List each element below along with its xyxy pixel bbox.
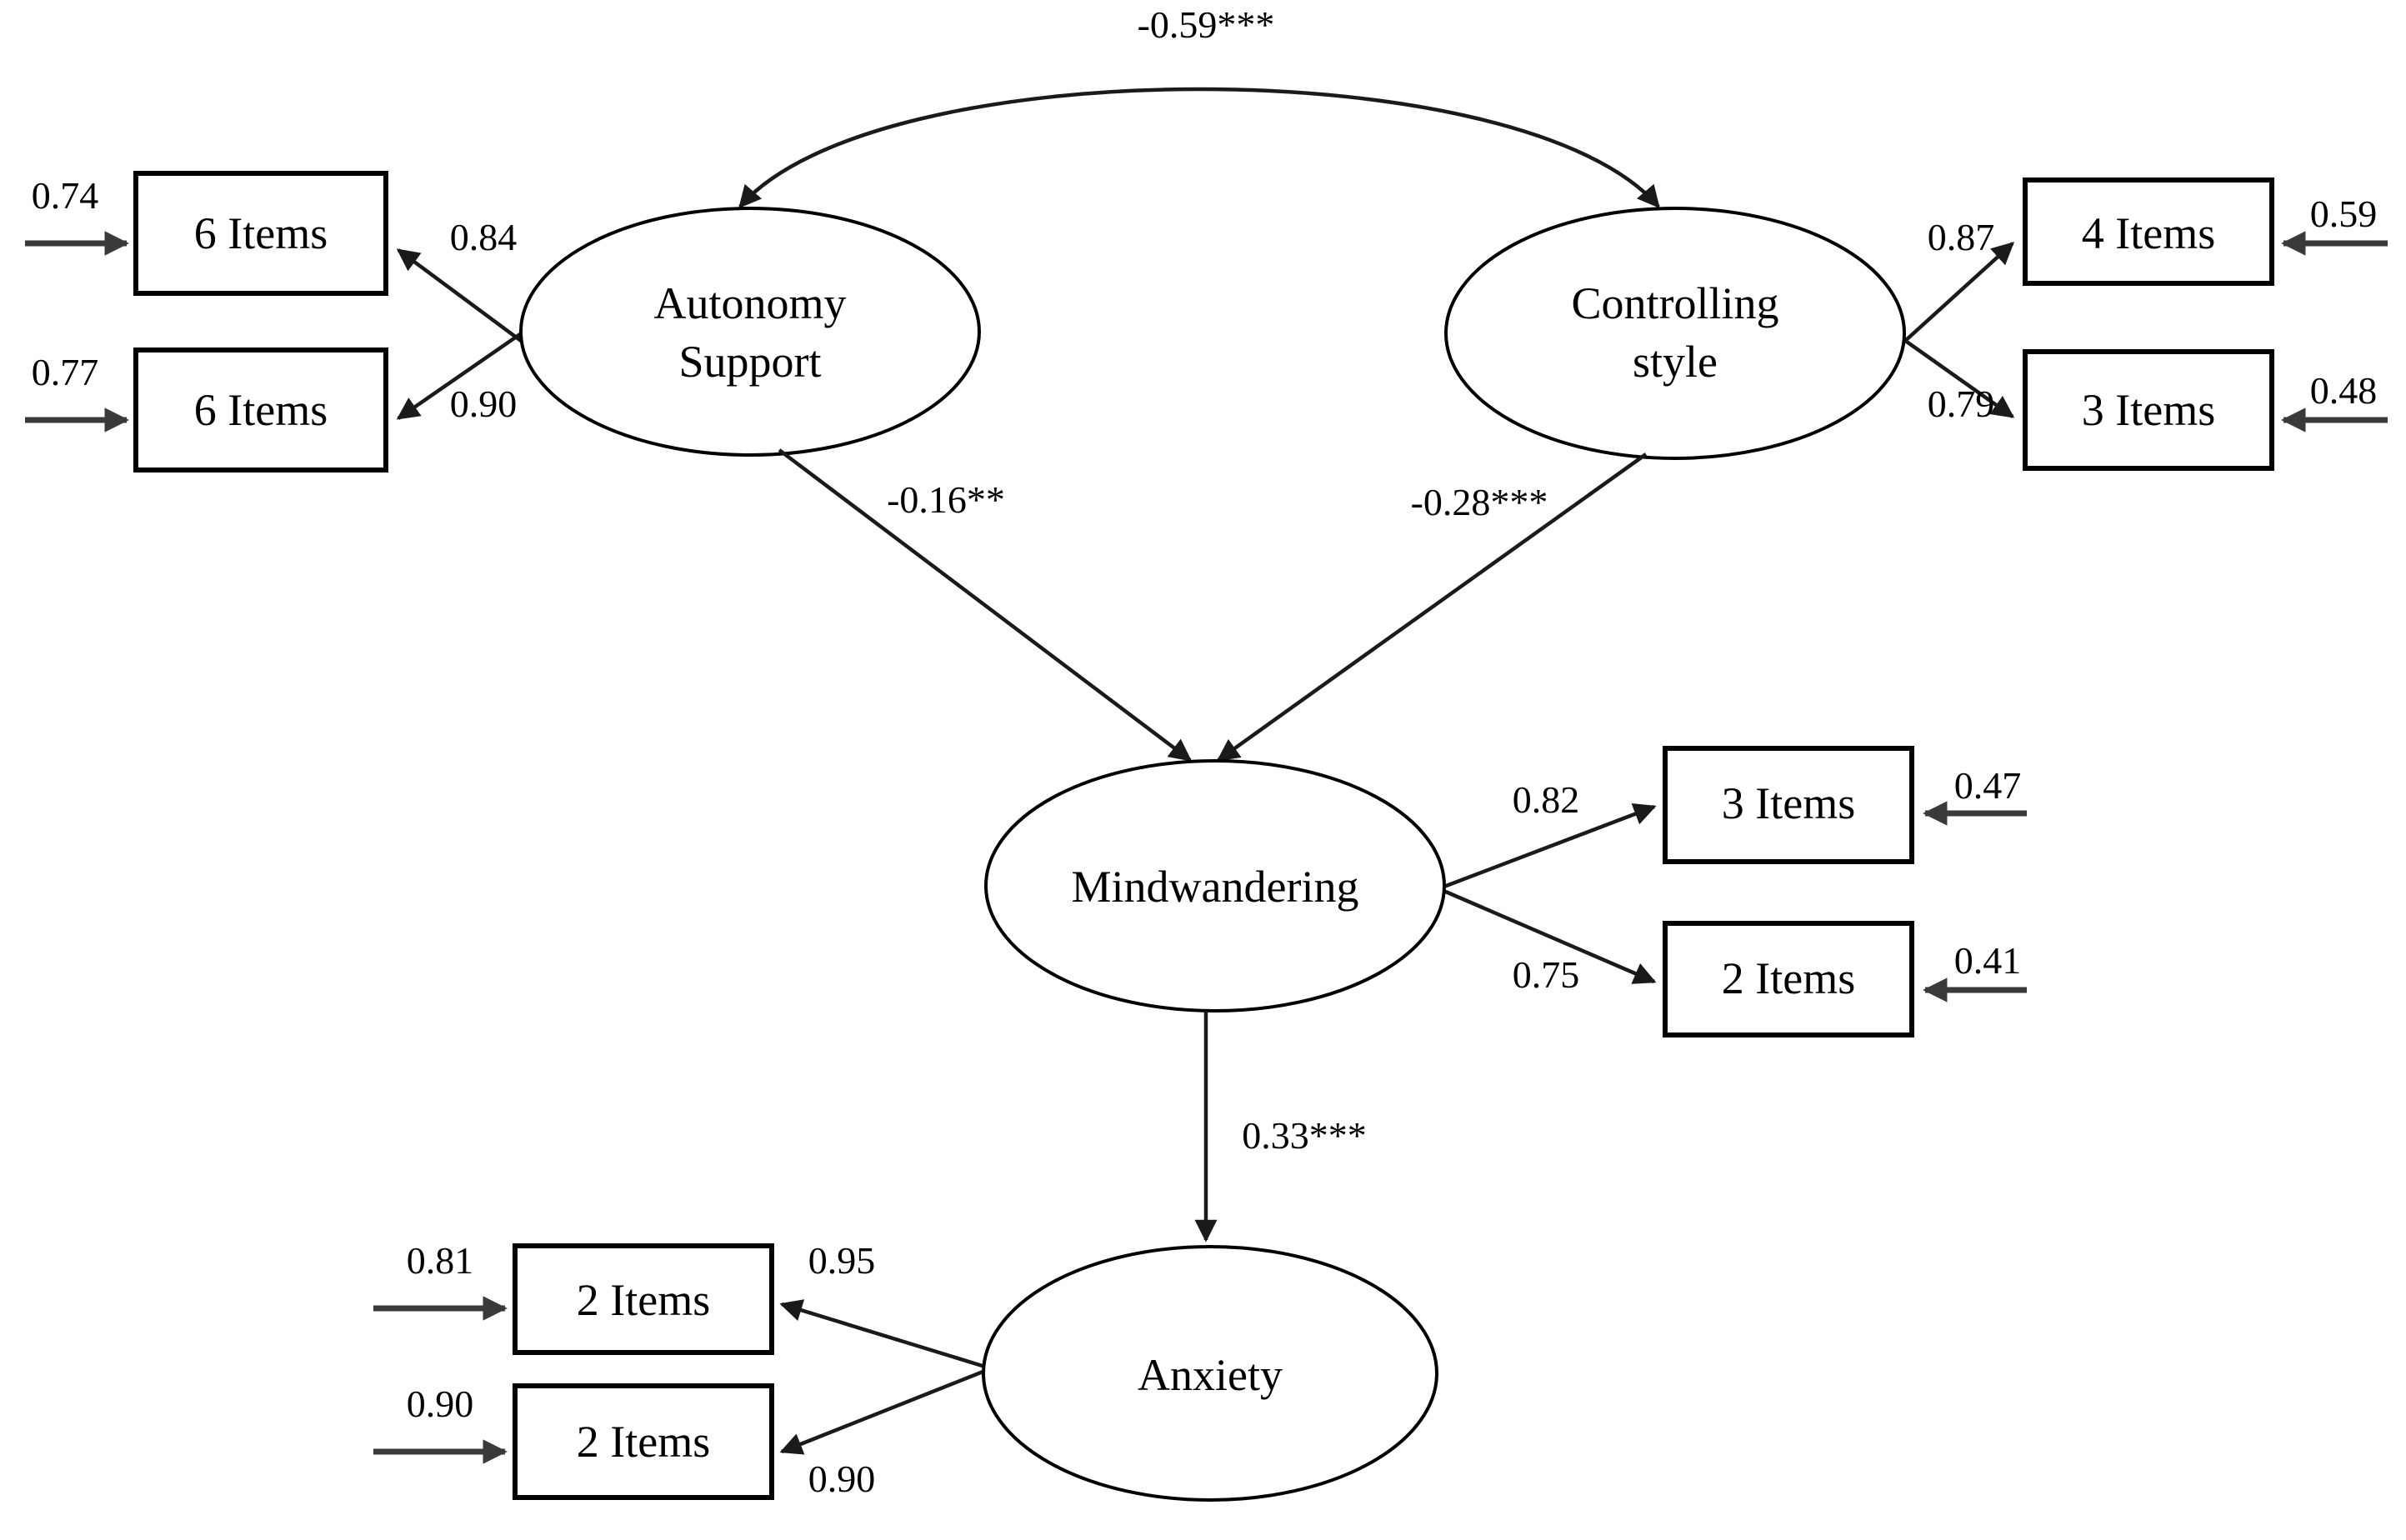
coefficient-autonomy-controlling: -0.59***: [1138, 3, 1275, 46]
error-value-anx-2: 0.90: [407, 1382, 474, 1425]
indicator-label-mw-2: 2 Items: [1722, 953, 1855, 1003]
latent-node-controlling-style[interactable]: Controlling style: [1444, 207, 1906, 460]
loading-arrow-cs-1: [1903, 242, 2014, 343]
indicator-label-as-1: 6 Items: [194, 208, 328, 258]
indicator-label-as-2: 6 Items: [194, 385, 328, 435]
error-value-as-1: 0.74: [32, 174, 99, 217]
indicator-group-autonomy: 6 Items 0.74 6 Items 0.77 0.84 0.90: [25, 171, 535, 472]
indicator-group-anxiety: 2 Items 0.81 2 Items 0.90 0.95 0.90: [373, 1239, 986, 1500]
path-mindwandering-anxiety: 0.33***: [1194, 1011, 1367, 1242]
error-value-cs-2: 0.48: [2310, 369, 2378, 412]
loading-value-cs-2: 0.79: [1928, 382, 1995, 425]
indicator-box-cs-2[interactable]: [2023, 349, 2274, 471]
loading-arrow-as-2: [396, 323, 535, 420]
mindwandering-label: Mindwandering: [1072, 862, 1359, 912]
controlling-style-label-line2: style: [1633, 337, 1718, 387]
loading-value-as-1: 0.84: [450, 216, 518, 258]
error-value-anx-1: 0.81: [407, 1239, 474, 1282]
coefficient-autonomy-mindwandering: -0.16**: [887, 478, 1005, 521]
indicator-group-mindwandering: 3 Items 0.47 2 Items 0.41 0.82 0.75: [1441, 746, 2027, 1038]
indicator-label-cs-2: 3 Items: [2082, 385, 2215, 435]
indicator-box-as-2[interactable]: [133, 348, 388, 472]
autonomy-support-label-line1: Autonomy: [653, 278, 846, 328]
error-value-as-2: 0.77: [32, 351, 99, 393]
latent-node-anxiety[interactable]: Anxiety: [982, 1245, 1438, 1502]
indicator-box-anx-1[interactable]: [513, 1243, 774, 1355]
loading-arrow-anx-1: [779, 1299, 986, 1369]
path-autonomy-mindwandering-line: [778, 448, 1193, 762]
latent-node-autonomy-support[interactable]: Autonomy Support: [519, 207, 981, 457]
loading-value-mw-2: 0.75: [1513, 953, 1580, 996]
indicator-label-mw-1: 3 Items: [1722, 778, 1855, 828]
coefficient-mindwandering-anxiety: 0.33***: [1242, 1114, 1367, 1157]
loading-arrow-cs-2: [1903, 338, 2015, 418]
loading-value-anx-2: 0.90: [808, 1458, 876, 1500]
loading-value-mw-1: 0.82: [1513, 778, 1580, 821]
loading-value-as-2: 0.90: [450, 382, 518, 425]
loading-arrow-mw-1: [1441, 803, 1657, 890]
indicator-box-mw-1[interactable]: [1663, 746, 1914, 864]
anxiety-ellipse[interactable]: [982, 1245, 1438, 1502]
loading-arrow-as-1: [396, 248, 535, 352]
loading-arrow-anx-2: [779, 1368, 986, 1455]
autonomy-support-label-line2: Support: [678, 337, 821, 387]
loading-value-anx-1: 0.95: [808, 1239, 876, 1282]
anxiety-label: Anxiety: [1138, 1350, 1283, 1400]
latent-node-mindwandering[interactable]: Mindwandering: [984, 759, 1446, 1012]
loading-arrow-mw-2: [1441, 888, 1657, 984]
path-controlling-mindwandering: -0.28***: [1216, 452, 1648, 762]
curve-autonomy-controlling-line: [738, 87, 1660, 209]
controlling-style-ellipse[interactable]: [1444, 207, 1906, 460]
error-value-mw-2: 0.41: [1954, 939, 2022, 982]
controlling-style-label-line1: Controlling: [1571, 278, 1778, 328]
indicator-box-anx-2[interactable]: [513, 1383, 774, 1500]
loading-value-cs-1: 0.87: [1928, 216, 1995, 258]
indicator-box-cs-1[interactable]: [2023, 178, 2274, 286]
autonomy-support-ellipse[interactable]: [519, 207, 981, 457]
error-value-cs-1: 0.59: [2310, 192, 2378, 235]
path-autonomy-controlling: -0.59***: [738, 3, 1660, 209]
error-value-mw-1: 0.47: [1954, 764, 2022, 807]
path-autonomy-mindwandering: -0.16**: [778, 448, 1193, 762]
indicator-label-anx-2: 2 Items: [577, 1417, 710, 1467]
indicator-box-as-1[interactable]: [133, 171, 388, 296]
mindwandering-ellipse[interactable]: [984, 759, 1446, 1012]
path-controlling-mindwandering-line: [1216, 452, 1648, 762]
indicator-label-cs-1: 4 Items: [2082, 208, 2215, 258]
coefficient-controlling-mindwandering: -0.28***: [1411, 481, 1548, 523]
indicator-group-controlling: 4 Items 0.59 3 Items 0.48 0.87 0.79: [1903, 178, 2388, 471]
indicator-box-mw-2[interactable]: [1663, 921, 1914, 1038]
indicator-label-anx-1: 2 Items: [577, 1275, 710, 1325]
